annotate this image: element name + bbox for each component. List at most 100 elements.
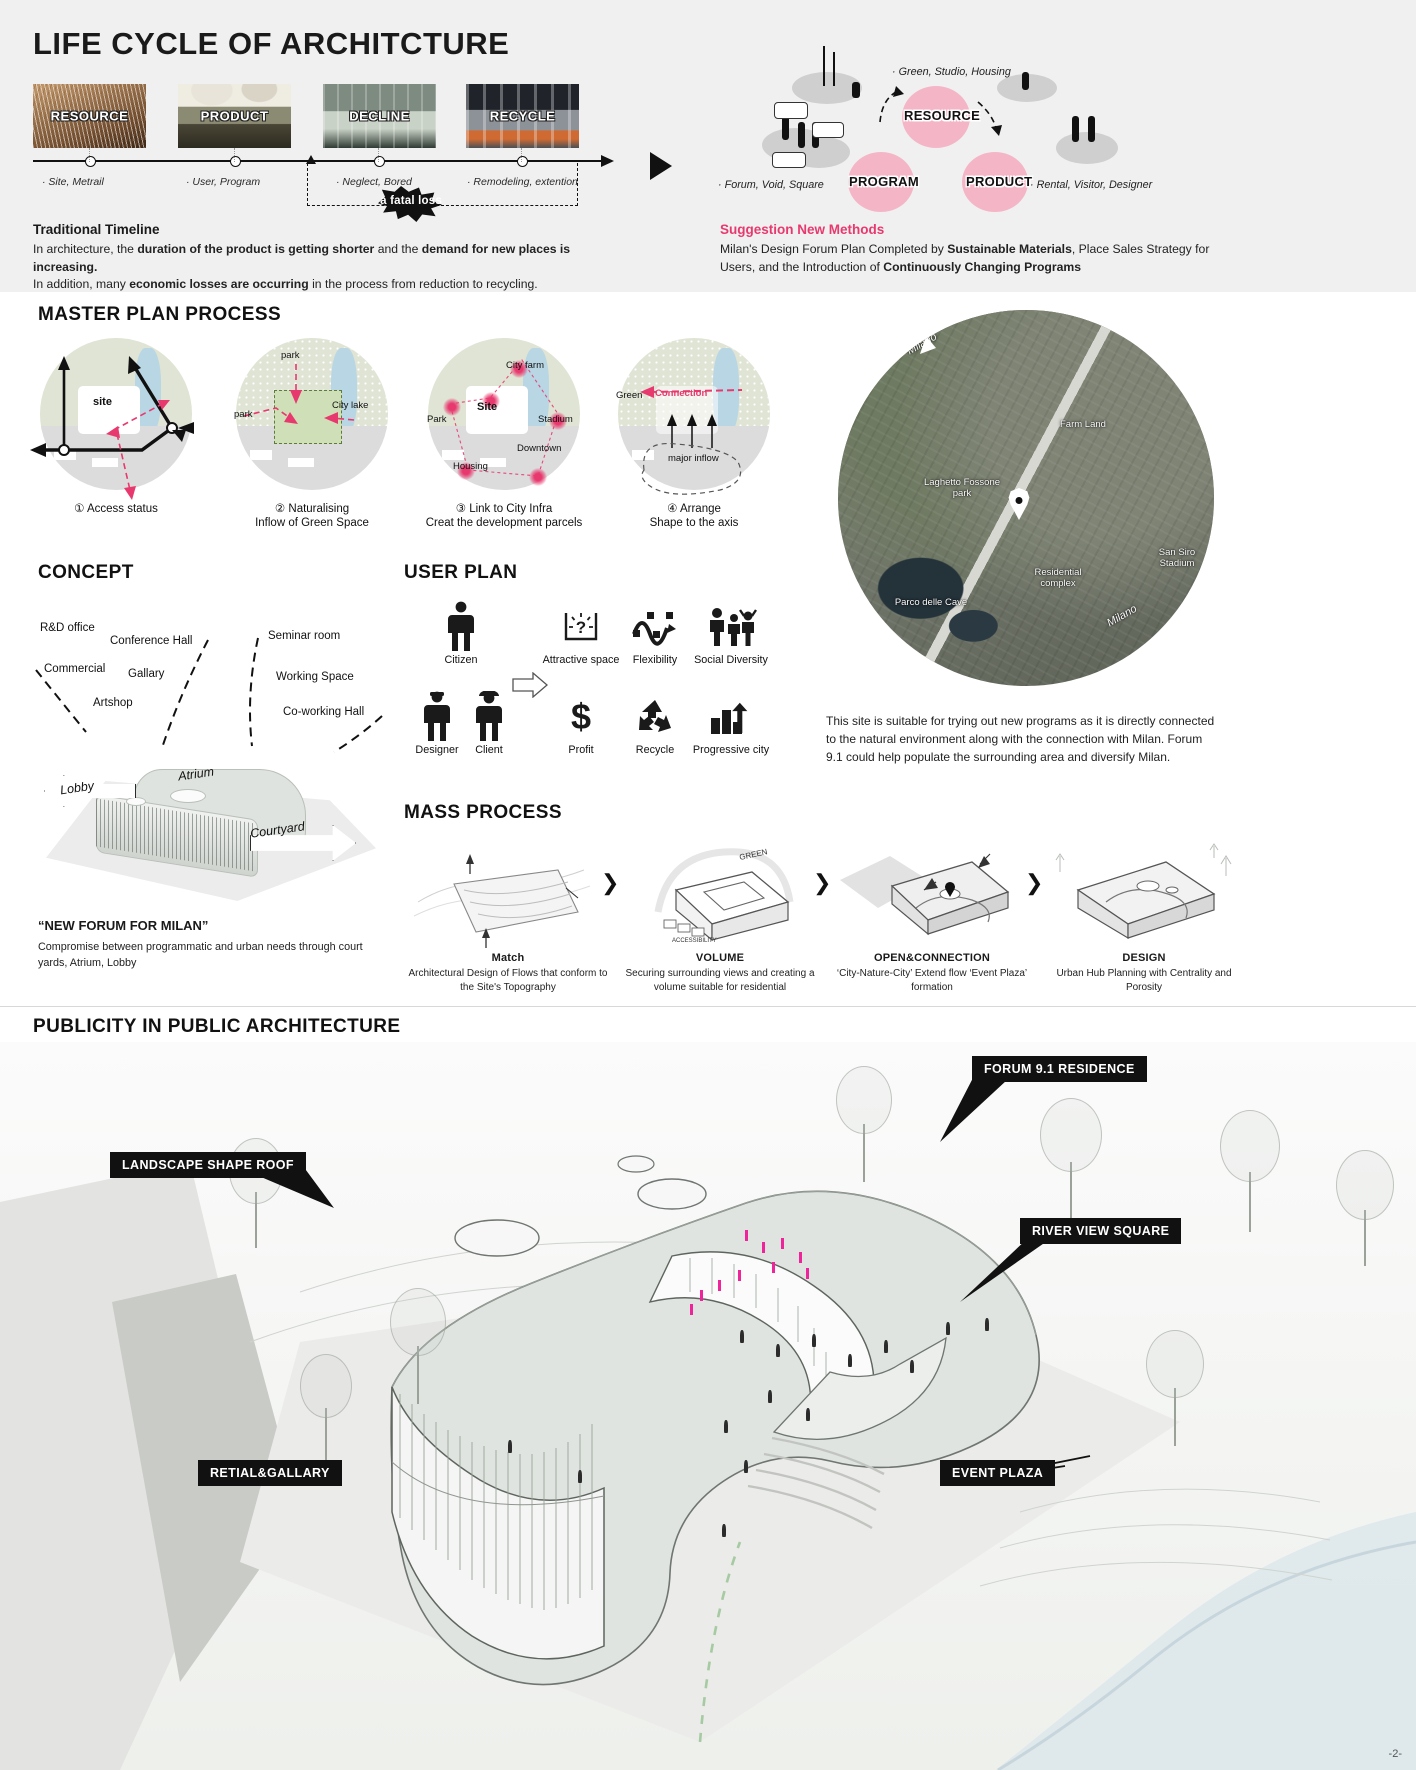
tree-icon — [833, 52, 835, 86]
masterplan-label-downtown: Downtown — [517, 443, 562, 454]
timeline-stem — [234, 148, 235, 162]
step-title: Arrange — [679, 503, 721, 515]
map-label-residential: Residential complex — [1034, 567, 1082, 589]
step-number: ③ — [455, 503, 466, 515]
page-number: -2- — [1388, 1748, 1402, 1760]
pink-figure — [781, 1238, 784, 1249]
pink-figure — [718, 1280, 721, 1291]
mass-step-desc: Architectural Design of Flows that confo… — [408, 968, 608, 993]
person-figure — [812, 1334, 816, 1347]
thumbnail-resource: RESOURCE — [33, 84, 146, 148]
user-icon-attractive-space: ? Attractive space — [538, 600, 624, 667]
thumbnail-label: RESOURCE — [50, 108, 129, 124]
step-subtitle: Inflow of Green Space — [255, 517, 369, 529]
mass-step-image — [1044, 828, 1244, 948]
person-icon — [1088, 116, 1095, 142]
mass-step-title: VOLUME — [695, 952, 745, 964]
masterplan-label-city-lake: City lake — [332, 400, 369, 411]
new-method-cycle-diagram: RESOURCE PROGRAM PRODUCT · Green, Studio… — [700, 24, 1400, 212]
masterplan-circle-3 — [428, 338, 580, 490]
social-diversity-icon — [688, 600, 774, 654]
concept-label-rd-office: R&D office — [40, 622, 95, 634]
masterplan-circle-1 — [40, 338, 192, 490]
tree-icon — [1336, 1142, 1394, 1266]
cycle-note-program: · Forum, Void, Square — [718, 179, 824, 191]
cycle-blob-product — [962, 152, 1028, 212]
section-heading-mass-process: MASS PROCESS — [404, 802, 562, 823]
icon-label: Recycle — [635, 744, 675, 756]
cycle-blob-resource — [902, 86, 970, 148]
timeline-line — [33, 160, 603, 162]
mass-step-1: Match Architectural Design of Flows that… — [408, 828, 608, 994]
step-title: Link to City Infra — [469, 503, 553, 515]
masterplan-label-site: site — [93, 396, 112, 408]
play-arrow-icon — [650, 152, 672, 180]
concept-label-artshop: Artshop — [93, 697, 133, 709]
icon-label: Client — [475, 744, 503, 756]
client-icon — [446, 690, 532, 744]
caption-line: ② Naturalising — [212, 501, 412, 515]
step-subtitle: Creat the development parcels — [425, 517, 583, 529]
icon-label: Flexibility — [632, 654, 678, 666]
thumbnail-label: RECYCLE — [489, 108, 556, 124]
timeline-stem — [89, 148, 90, 162]
concept-label-co-working-hall: Co-working Hall — [283, 706, 365, 718]
note-body: Milan's Design Forum Plan Completed by S… — [720, 241, 1260, 276]
step-subtitle: Shape to the axis — [649, 517, 739, 529]
map-label-laghetto: Laghetto Fossone park — [923, 477, 1001, 499]
timeline-node — [374, 156, 385, 167]
thumbnail-label: PRODUCT — [200, 108, 269, 124]
thumbnail-recycle: RECYCLE — [466, 84, 579, 148]
note-text-bold: Continuously Changing Programs — [883, 259, 1081, 274]
masterplan-label-park-top: park — [281, 350, 300, 361]
suggestion-note: Suggestion New Methods Milan's Design Fo… — [720, 222, 1260, 276]
person-figure — [776, 1344, 780, 1357]
masterplan-label-stadium: Stadium — [538, 414, 573, 425]
person-icon — [852, 82, 860, 98]
timeline-caption: · Remodeling, extention — [467, 176, 578, 188]
speech-bubble-icon — [772, 152, 806, 168]
concept-label-commercial: Commercial — [44, 663, 106, 675]
callout-river-view-square: RIVER VIEW SQUARE — [1020, 1218, 1182, 1244]
tree-icon — [1040, 1092, 1102, 1222]
callout-event-plaza: EVENT PLAZA — [940, 1460, 1056, 1486]
person-figure — [722, 1524, 726, 1537]
masterplan-label-site: Site — [477, 401, 498, 413]
context-blob-gallery — [1056, 132, 1118, 164]
map-direction-arrows — [920, 336, 1166, 658]
mass-step-4: DESIGN Urban Hub Planning with Centralit… — [1044, 828, 1244, 994]
timeline-node — [85, 156, 96, 167]
page-title: LIFE CYCLE OF ARCHITCTURE — [33, 26, 510, 61]
note-text: in the process from reduction to recycli… — [308, 277, 538, 292]
life-cycle-section: LIFE CYCLE OF ARCHITCTURE RESOURCE PRODU… — [0, 0, 1416, 292]
caption-line: ① Access status — [16, 501, 216, 515]
note-heading: Suggestion New Methods — [720, 222, 885, 237]
tree-icon — [1146, 1320, 1204, 1446]
cycle-label-product: PRODUCT — [966, 174, 1033, 189]
pink-figure — [700, 1290, 703, 1301]
concept-caption-title: “NEW FORUM FOR MILAN” — [38, 918, 209, 933]
mass-step-image — [408, 828, 608, 948]
pink-figure — [738, 1270, 741, 1281]
user-icon-progressive-city: Progressive city — [688, 690, 774, 757]
tree-icon — [823, 46, 825, 86]
tree-icon — [836, 1062, 892, 1182]
section-heading-publicity: PUBLICITY IN PUBLIC ARCHITECTURE — [33, 1016, 401, 1037]
tree-icon — [300, 1342, 352, 1462]
masterplan-label-park: Park — [427, 414, 447, 425]
concept-label-working-space: Working Space — [276, 671, 354, 683]
fatal-loss-bracket — [307, 163, 578, 206]
person-figure — [578, 1470, 582, 1483]
mass-step-desc: Securing surrounding views and creating … — [625, 968, 815, 993]
person-figure — [848, 1354, 852, 1367]
masterplan-label-city-farm: City farm — [506, 360, 544, 371]
process-chevron-icon: ❯ — [813, 870, 832, 895]
concept-label-gallary: Gallary — [128, 668, 165, 680]
person-figure — [744, 1460, 748, 1473]
timeline-stem — [378, 148, 379, 162]
user-icon-recycle: Recycle — [612, 690, 698, 757]
note-text-bold: duration of the product is getting short… — [137, 242, 375, 256]
note-text-bold: demand for new places is increasing. — [33, 242, 571, 274]
person-icon — [1022, 72, 1029, 90]
thumbnail-image — [466, 84, 579, 148]
